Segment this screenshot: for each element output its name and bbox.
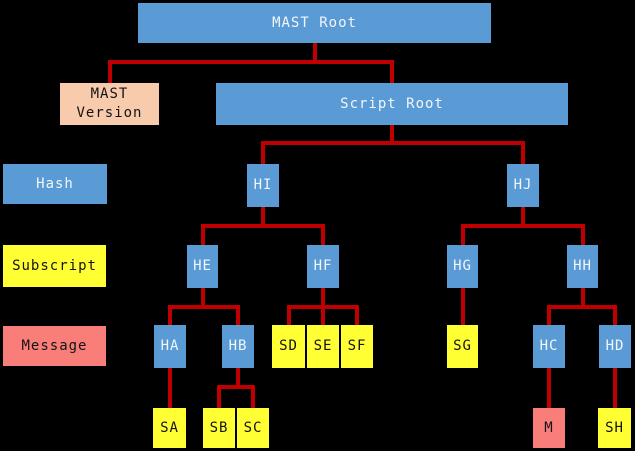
connector-segment	[217, 385, 221, 408]
connector-segment	[521, 207, 525, 228]
connector-segment	[168, 305, 240, 309]
connector-segment	[355, 305, 359, 325]
connector-segment	[200, 288, 205, 309]
connector-segment	[547, 305, 617, 309]
node-sf: SF	[341, 325, 373, 368]
connector-segment	[580, 288, 585, 309]
connector-segment	[547, 305, 551, 325]
connector-segment	[390, 125, 394, 145]
connector-segment	[168, 305, 172, 325]
connector-segment	[217, 385, 255, 389]
node-mast-root: MAST Root	[138, 3, 491, 43]
connector-segment	[200, 224, 325, 228]
connector-segment	[460, 224, 585, 228]
connector-segment	[460, 305, 465, 325]
connector-segment	[321, 224, 325, 245]
node-sh: SH	[598, 408, 631, 448]
node-hh: HH	[567, 245, 598, 288]
connector-segment	[521, 141, 525, 164]
connector-segment	[261, 141, 265, 164]
node-se: SE	[307, 325, 339, 368]
connector-segment	[236, 368, 240, 389]
node-mast-version: MAST Version	[60, 83, 159, 125]
node-hg: HG	[447, 245, 478, 288]
node-sa: SA	[153, 408, 186, 448]
node-legend-hash: Hash	[3, 164, 107, 204]
connector-segment	[200, 224, 205, 245]
node-hi: HI	[247, 164, 279, 207]
connector-segment	[261, 207, 265, 228]
connector-segment	[321, 288, 325, 309]
node-legend-subscript: Subscript	[3, 245, 106, 287]
node-sg: SG	[447, 325, 478, 368]
connector-segment	[613, 368, 617, 389]
node-hb: HB	[222, 325, 254, 368]
connector-segment	[107, 60, 112, 83]
connector-segment	[547, 385, 551, 408]
connector-segment	[460, 224, 465, 245]
connector-segment	[612, 385, 617, 408]
node-m: M	[533, 408, 565, 448]
node-hj: HJ	[507, 164, 539, 207]
node-ha: HA	[154, 325, 186, 368]
connector-segment	[547, 368, 551, 389]
node-sb: SB	[203, 408, 235, 448]
connector-segment	[613, 305, 617, 325]
node-hc: HC	[533, 325, 565, 368]
connector-segment	[321, 305, 325, 325]
connector-segment	[261, 141, 525, 145]
connector-segment	[580, 224, 585, 245]
connector-segment	[168, 368, 172, 389]
node-sc: SC	[237, 408, 269, 448]
connector-segment	[390, 60, 394, 83]
connector-segment	[107, 60, 394, 64]
connector-segment	[236, 305, 240, 325]
node-hd: HD	[599, 325, 631, 368]
node-sd: SD	[272, 325, 305, 368]
connector-segment	[286, 305, 291, 325]
connector-segment	[251, 385, 255, 408]
connector-segment	[312, 43, 317, 64]
connector-segment	[460, 288, 465, 309]
node-legend-message: Message	[3, 326, 106, 366]
node-script-root: Script Root	[216, 83, 568, 125]
connector-segment	[167, 385, 172, 408]
node-hf: HF	[307, 245, 339, 288]
node-he: HE	[187, 245, 218, 288]
